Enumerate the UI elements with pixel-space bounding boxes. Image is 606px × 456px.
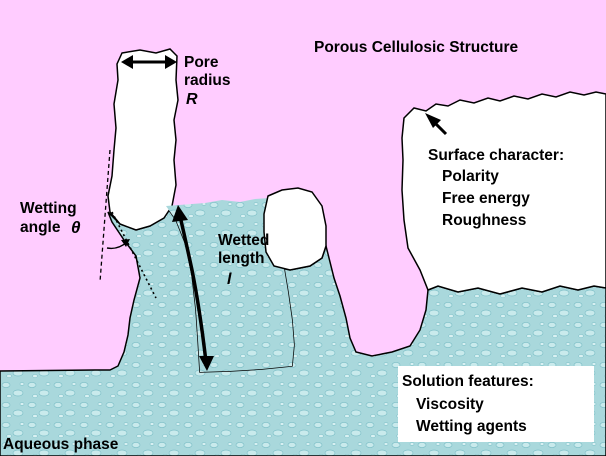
aqueous-phase-label: Aqueous phase [3, 436, 119, 453]
length-symbol: l [227, 271, 232, 288]
wetting-label: Wetting [20, 200, 77, 217]
pore-3 [264, 188, 326, 270]
angle-label: angle [20, 219, 61, 236]
surface-item: Roughness [442, 212, 526, 229]
solution-item: Wetting agents [416, 418, 527, 435]
surface-title: Surface character: [428, 147, 564, 164]
solution-item: Viscosity [416, 396, 484, 413]
angle-symbol: θ [71, 218, 81, 237]
length-label: length [218, 250, 265, 267]
pore-1 [108, 49, 178, 230]
wetted-label: Wetted [218, 232, 269, 249]
surface-item: Free energy [442, 190, 530, 207]
radius-label: radius [184, 72, 231, 89]
radius-symbol: R [186, 91, 198, 108]
surface-item: Polarity [442, 168, 499, 185]
structure-title: Porous Cellulosic Structure [314, 39, 519, 56]
solution-title: Solution features: [402, 373, 534, 390]
pore-label: Pore [184, 54, 219, 71]
